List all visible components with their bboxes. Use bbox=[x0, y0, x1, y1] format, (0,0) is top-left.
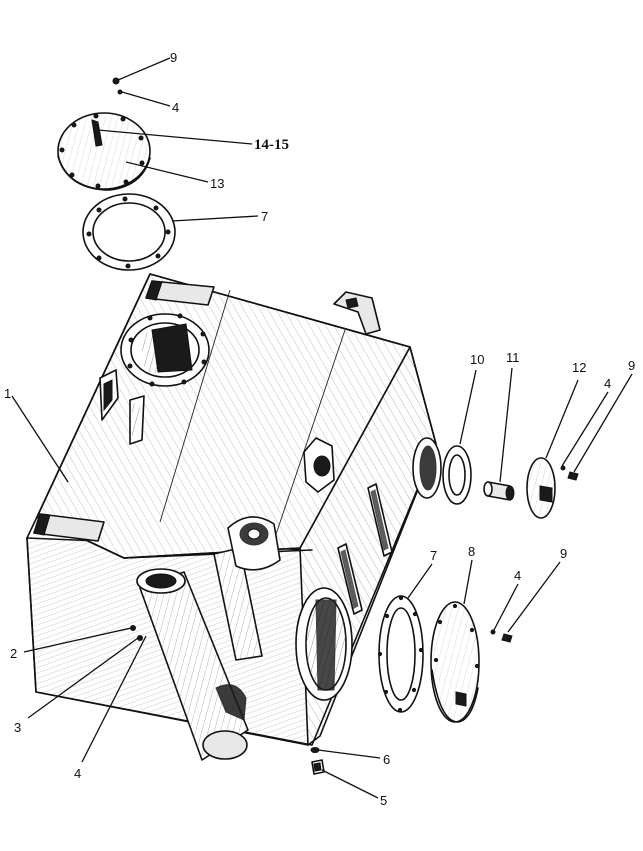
label-6: 6 bbox=[383, 752, 390, 767]
label-5: 5 bbox=[380, 793, 387, 808]
rear-mounting-ear bbox=[333, 291, 381, 335]
front-fitting-2 bbox=[130, 625, 136, 631]
label-2: 2 bbox=[10, 646, 17, 661]
side-washer-4 bbox=[560, 465, 566, 471]
label-13: 13 bbox=[210, 176, 224, 191]
top-gasket-ring bbox=[82, 193, 176, 271]
side-gasket-10 bbox=[442, 445, 472, 505]
label-4-port: 4 bbox=[514, 568, 521, 583]
label-11: 11 bbox=[506, 350, 520, 365]
label-14-15: 14-15 bbox=[254, 137, 289, 153]
center-boss bbox=[303, 437, 335, 493]
leader-lines bbox=[11, 57, 633, 799]
port-bolt-9 bbox=[501, 633, 513, 643]
top-cover-plate bbox=[57, 112, 151, 191]
label-7-port: 7 bbox=[430, 548, 437, 563]
top-mounting-pad bbox=[145, 280, 215, 306]
label-3: 3 bbox=[14, 720, 21, 735]
side-slot-lower bbox=[337, 543, 363, 615]
side-cover-12 bbox=[526, 457, 556, 519]
label-10: 10 bbox=[470, 352, 484, 367]
side-inspection-port bbox=[295, 587, 353, 701]
label-9-port: 9 bbox=[560, 546, 567, 561]
label-12: 12 bbox=[572, 360, 586, 375]
label-8: 8 bbox=[468, 544, 475, 559]
top-washer bbox=[117, 89, 123, 95]
label-9-side: 9 bbox=[628, 358, 635, 373]
sleeve-11 bbox=[483, 481, 515, 501]
filler-neck bbox=[120, 313, 210, 387]
drain-washer bbox=[310, 747, 320, 753]
port-washer-4 bbox=[490, 629, 496, 635]
label-9-top: 9 bbox=[170, 50, 177, 65]
side-flange-upper bbox=[412, 437, 442, 499]
top-bolt bbox=[112, 77, 120, 85]
label-4-top: 4 bbox=[172, 100, 179, 115]
label-4-side: 4 bbox=[604, 376, 611, 391]
side-bracket bbox=[99, 369, 145, 445]
drain-pipe bbox=[136, 568, 249, 761]
label-7-top: 7 bbox=[261, 209, 268, 224]
bottom-mounting-pad bbox=[33, 513, 105, 542]
side-bolt-9 bbox=[567, 471, 579, 481]
label-1: 1 bbox=[4, 386, 11, 401]
lug-strap bbox=[213, 516, 281, 661]
front-fitting-3 bbox=[137, 635, 143, 641]
drain-plug bbox=[311, 759, 325, 775]
side-slot-upper bbox=[367, 483, 393, 557]
label-4-front: 4 bbox=[74, 766, 81, 781]
port-gasket-7 bbox=[377, 595, 424, 713]
port-cover-8 bbox=[430, 601, 480, 723]
